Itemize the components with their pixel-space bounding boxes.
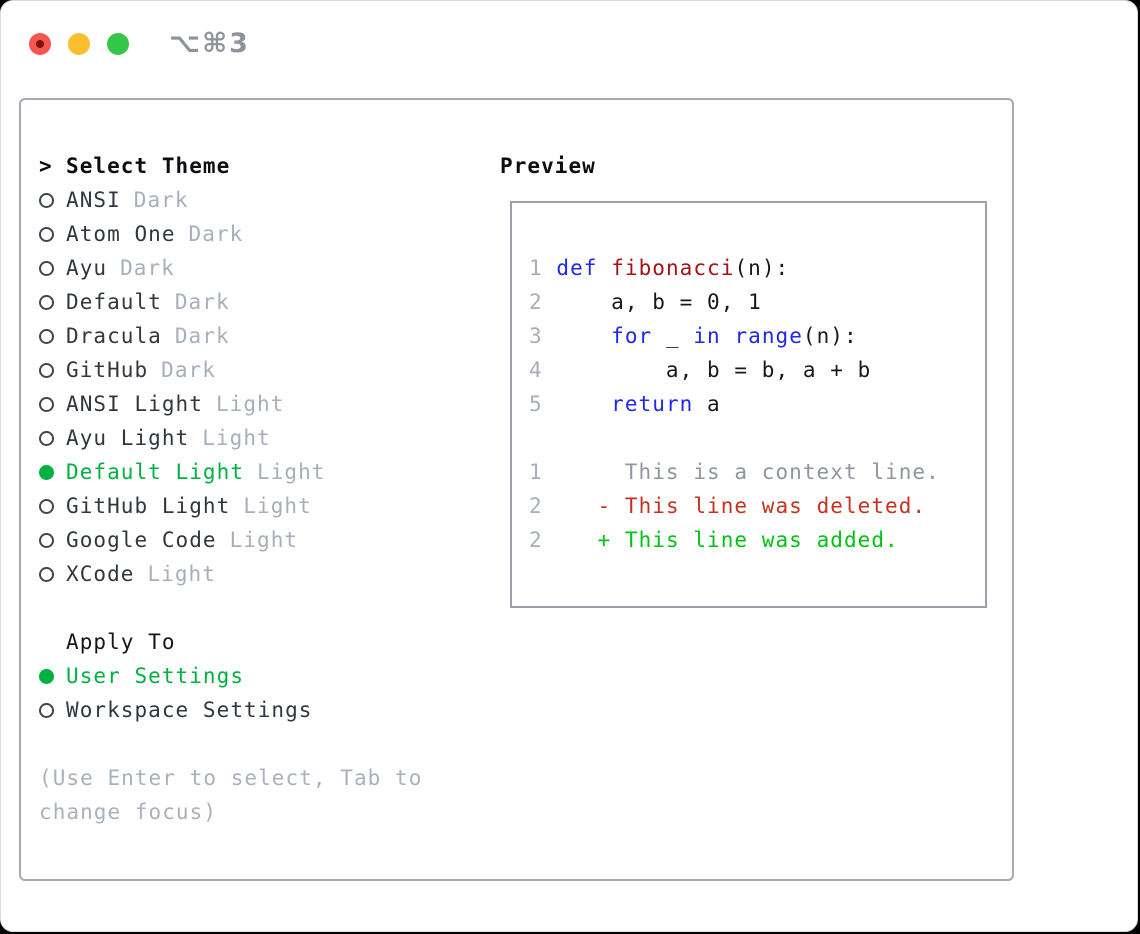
theme-variant-tag: Dark bbox=[174, 290, 230, 314]
radio-selected-icon bbox=[39, 668, 66, 684]
theme-option[interactable]: XCode Light bbox=[39, 557, 489, 591]
theme-option-label: Google Code bbox=[66, 528, 217, 552]
theme-option[interactable]: Default Dark bbox=[39, 285, 489, 319]
code-line: 2 - This line was deleted. bbox=[529, 494, 927, 518]
theme-option-label: Atom One bbox=[66, 222, 176, 246]
theme-option-label: Default bbox=[66, 290, 162, 314]
theme-option[interactable]: Google Code Light bbox=[39, 523, 489, 557]
theme-variant-tag: Light bbox=[147, 562, 216, 586]
theme-option[interactable]: ANSI Dark bbox=[39, 183, 489, 217]
apply-to-title: Apply To bbox=[66, 630, 176, 654]
prompt-caret-icon: > bbox=[39, 154, 53, 178]
spacer bbox=[39, 591, 489, 625]
theme-variant-tag: Dark bbox=[188, 222, 244, 246]
minimize-button[interactable] bbox=[68, 32, 90, 55]
theme-variant-tag: Light bbox=[243, 494, 312, 518]
preview-box: 1 def fibonacci(n): 2 a, b = 0, 1 3 for _ … bbox=[510, 201, 987, 608]
hint-line-1: (Use Enter to select, Tab to bbox=[39, 766, 423, 790]
code-line: 1 This is a context line. bbox=[529, 460, 940, 484]
apply-to-option-label: Workspace Settings bbox=[66, 698, 313, 722]
radio-unselected-icon bbox=[39, 702, 66, 718]
theme-variant-tag: Dark bbox=[120, 256, 175, 280]
theme-option[interactable]: Dracula Dark bbox=[39, 319, 489, 353]
radio-unselected-icon bbox=[39, 430, 66, 446]
apply-to-option[interactable]: Workspace Settings bbox=[39, 693, 489, 727]
theme-option[interactable]: Atom One Dark bbox=[39, 217, 489, 251]
theme-option-label: Dracula bbox=[66, 324, 162, 348]
theme-option[interactable]: Ayu Light Light bbox=[39, 421, 489, 455]
radio-unselected-icon bbox=[39, 362, 66, 378]
spacer bbox=[39, 727, 489, 761]
code-line: 2 a, b = 0, 1 bbox=[529, 290, 762, 314]
theme-option-label: Ayu Light bbox=[66, 426, 190, 450]
radio-unselected-icon bbox=[39, 260, 66, 276]
select-theme-title: Select Theme bbox=[66, 154, 231, 178]
theme-option-label: Default Light bbox=[66, 460, 245, 484]
code-line: 2 + This line was added. bbox=[529, 528, 899, 552]
theme-option[interactable]: GitHub Dark bbox=[39, 353, 489, 387]
window-shortcut-label: ⌥⌘3 bbox=[169, 28, 250, 59]
theme-option-label: Ayu bbox=[66, 256, 108, 280]
code-preview: 1 def fibonacci(n): 2 a, b = 0, 1 3 for _ … bbox=[529, 251, 940, 557]
apply-to-header: Apply To bbox=[39, 625, 489, 659]
theme-variant-tag: Light bbox=[257, 460, 326, 484]
theme-option[interactable]: GitHub Light Light bbox=[39, 489, 489, 523]
radio-unselected-icon bbox=[39, 396, 66, 412]
theme-variant-tag: Dark bbox=[133, 188, 189, 212]
code-line: 1 def fibonacci(n): bbox=[529, 256, 790, 280]
theme-variant-tag: Light bbox=[229, 528, 299, 552]
radio-unselected-icon bbox=[39, 294, 66, 310]
radio-unselected-icon bbox=[39, 498, 66, 514]
apply-to-option[interactable]: User Settings bbox=[39, 659, 489, 693]
close-button[interactable] bbox=[29, 32, 51, 55]
theme-variant-tag: Dark bbox=[161, 358, 216, 382]
titlebar: ⌥⌘3 bbox=[29, 28, 250, 59]
hint-line-2: change focus) bbox=[39, 800, 218, 824]
close-modified-dot-icon bbox=[36, 39, 44, 48]
theme-option-label: ANSI Light bbox=[66, 392, 203, 416]
theme-option-label: GitHub Light bbox=[66, 494, 231, 518]
radio-unselected-icon bbox=[39, 566, 66, 582]
code-line: 3 for _ in range(n): bbox=[529, 324, 858, 348]
theme-option[interactable]: ANSI Light Light bbox=[39, 387, 489, 421]
code-line bbox=[529, 421, 940, 455]
theme-option-label: ANSI bbox=[66, 188, 121, 212]
theme-option-label: XCode bbox=[66, 562, 135, 586]
radio-selected-icon bbox=[39, 464, 66, 480]
zoom-button[interactable] bbox=[107, 32, 129, 55]
theme-variant-tag: Light bbox=[215, 392, 285, 416]
code-line: 4 a, b = b, a + b bbox=[529, 358, 872, 382]
theme-option-label: GitHub bbox=[66, 358, 149, 382]
radio-unselected-icon bbox=[39, 226, 66, 242]
theme-variant-tag: Light bbox=[202, 426, 271, 450]
preview-title: Preview bbox=[500, 154, 596, 178]
code-line: 5 return a bbox=[529, 392, 721, 416]
apply-to-option-label: User Settings bbox=[66, 664, 245, 688]
select-theme-header: > Select Theme bbox=[39, 149, 489, 183]
radio-unselected-icon bbox=[39, 328, 66, 344]
radio-unselected-icon bbox=[39, 532, 66, 548]
theme-option[interactable]: Default Light Light bbox=[39, 455, 489, 489]
theme-option[interactable]: Ayu Dark bbox=[39, 251, 489, 285]
theme-variant-tag: Dark bbox=[174, 324, 230, 348]
radio-unselected-icon bbox=[39, 192, 66, 208]
